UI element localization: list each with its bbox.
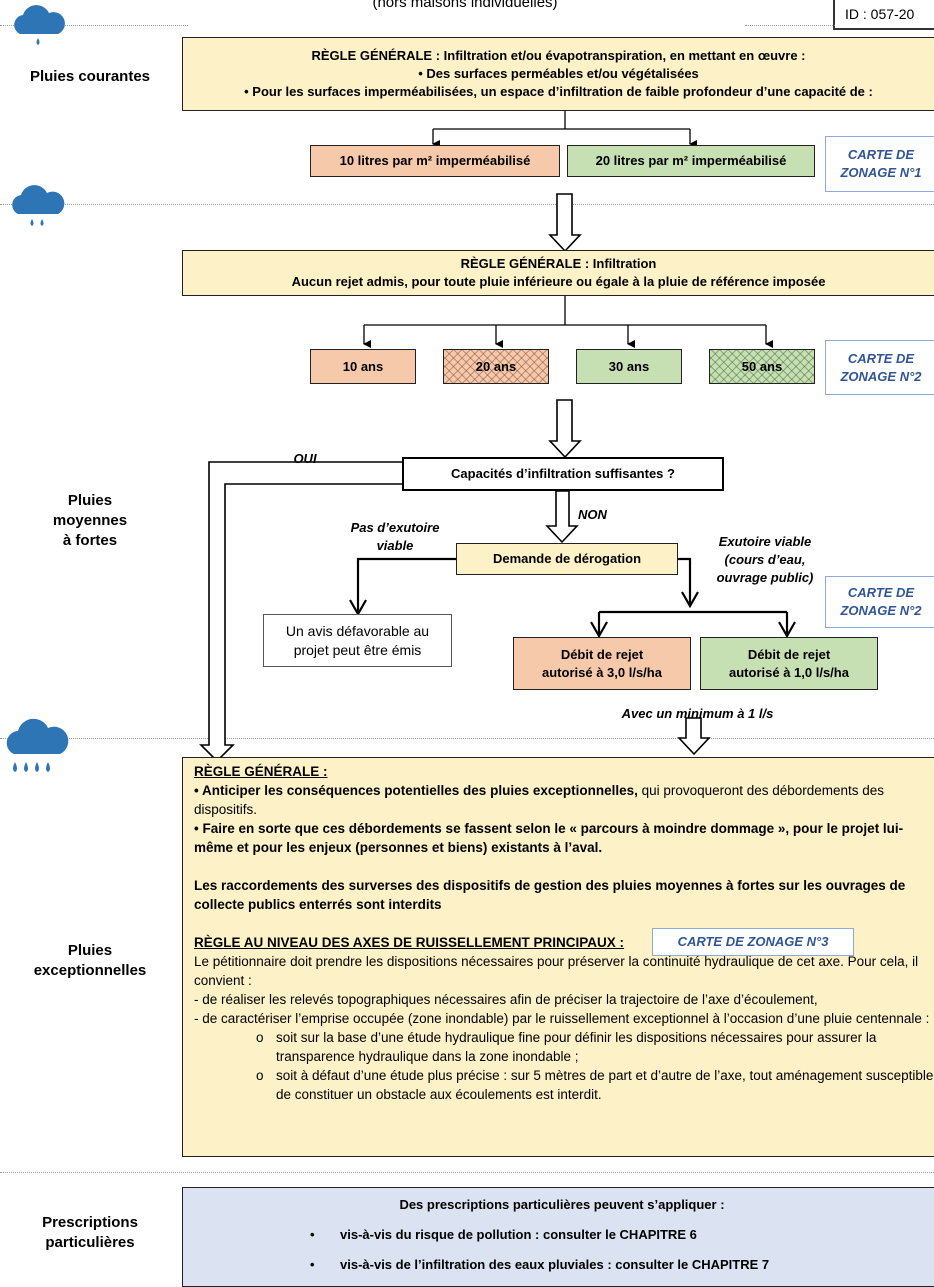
axes-heading: RÈGLE AU NIVEAU DES AXES DE RUISSELLEMEN…	[194, 935, 625, 950]
carte-2-line2: ZONAGE N°2	[840, 368, 922, 384]
rule-1-line2: • Des surfaces perméables et/ou végétali…	[418, 66, 699, 81]
section3-p1-bold: • Anticiper les conséquences potentielle…	[194, 783, 638, 798]
no-outlet-line1: Pas d’exutoire	[350, 520, 440, 535]
derogation-box: Demande de dérogation	[456, 543, 678, 575]
prescriptions-box	[182, 1187, 934, 1287]
category-exceptionnelles-line2: exceptionnelles	[33, 962, 147, 979]
prescription-item-1: • vis-à-vis du risque de pollution : cons…	[310, 1226, 910, 1244]
carte-1-line1: CARTE DE	[847, 147, 915, 162]
no-outlet-line2: viable	[376, 538, 414, 553]
bullet-circle-icon: o	[256, 1068, 264, 1083]
section3-p2: • Faire en sorte que ces débordements se…	[194, 821, 904, 855]
section3-p4: Le pétitionnaire doit prendre les dispos…	[194, 954, 919, 988]
rate-1-line2: autorisé à 1,0 l/s/ha	[729, 664, 849, 680]
unfavorable-line2: projet peut être émis	[293, 641, 422, 658]
rate-3-box: Débit de rejet autorisé à 3,0 l/s/ha	[513, 637, 691, 690]
bullet-dot-icon: •	[310, 1227, 315, 1242]
separator-1	[0, 25, 188, 26]
section3-text: RÈGLE GÉNÉRALE : • Anticiper les conséqu…	[194, 762, 934, 1104]
category-moyennes-line1: Pluies	[67, 492, 113, 509]
category-prescriptions-line2: particulières	[45, 1234, 135, 1251]
carte-1-line2: ZONAGE N°1	[840, 165, 922, 180]
viable-outlet-line3: ouvrage public)	[716, 570, 814, 585]
carte-zonage-1-link[interactable]: CARTE DE ZONAGE N°1	[825, 136, 934, 192]
viable-outlet-line2: (cours d’eau,	[724, 552, 806, 567]
unfavorable-line1: Un avis défavorable au	[285, 622, 430, 639]
rule-2-line1: RÈGLE GÉNÉRALE : Infiltration	[460, 256, 657, 271]
period-10-ans: 10 ans	[310, 349, 416, 384]
carte-zonage-2-link[interactable]: CARTE DE ZONAGE N°2	[825, 340, 934, 395]
rule-box-1: RÈGLE GÉNÉRALE : Infiltration et/ou évap…	[182, 37, 934, 111]
separator-4	[0, 1172, 934, 1173]
cloud-rain-medium-icon	[8, 180, 68, 235]
category-prescriptions: Prescriptions particulières	[15, 1213, 165, 1253]
section3-p1: • Anticiper les conséquences potentielle…	[194, 781, 934, 819]
separator-1-right	[745, 25, 835, 26]
rate-1-line1: Débit de rejet	[747, 646, 831, 662]
carte-zonage-3-link[interactable]: CARTE DE ZONAGE N°3	[652, 928, 854, 956]
carte-zonage-2b-link[interactable]: CARTE DE ZONAGE N°2	[825, 576, 934, 628]
rate-1-box: Débit de rejet autorisé à 1,0 l/s/ha	[700, 637, 878, 690]
non-label: NON	[578, 507, 607, 522]
carte-2b-line2: ZONAGE N°2	[840, 603, 922, 618]
category-prescriptions-line1: Prescriptions	[42, 1214, 138, 1231]
bullet-dot-icon: •	[310, 1257, 315, 1272]
section3-dash2: - de caractériser l’emprise occupée (zon…	[194, 1011, 930, 1026]
id-tag: ID : 057-20	[833, 0, 934, 30]
section3-heading: RÈGLE GÉNÉRALE :	[194, 764, 328, 779]
sublist-item-1-text: soit sur la base d’une étude hydraulique…	[276, 1030, 877, 1064]
carte-2-line1: CARTE DE	[847, 350, 915, 366]
oui-label: OUI	[293, 451, 317, 466]
carte-2b-line1: CARTE DE	[847, 585, 915, 600]
period-30-ans: 30 ans	[576, 349, 682, 384]
category-moyennes: Pluies moyennes à fortes	[20, 491, 160, 551]
cloud-rain-light-icon	[8, 0, 68, 55]
no-outlet-label: Pas d’exutoire viable	[320, 519, 470, 555]
page-subtitle: (hors maisons individuelles)	[372, 0, 558, 11]
period-50-ans: 50 ans	[709, 349, 815, 384]
prescriptions-intro: Des prescriptions particulières peuvent …	[399, 1197, 725, 1212]
sublist: o soit sur la base d’une étude hydrauliq…	[194, 1028, 934, 1104]
option-10-litres: 10 litres par m² imperméabilisé	[310, 145, 560, 177]
category-exceptionnelles: Pluies exceptionnelles	[15, 941, 165, 981]
rule-1-line1: RÈGLE GÉNÉRALE : Infiltration et/ou évap…	[311, 48, 806, 63]
minimum-label: Avec un minimum à 1 l/s	[621, 706, 774, 721]
category-moyennes-line3: à fortes	[62, 532, 118, 549]
rule-1-line3: • Pour les surfaces imperméabilisées, un…	[244, 84, 873, 99]
viable-outlet-label: Exutoire viable (cours d’eau, ouvrage pu…	[690, 533, 840, 587]
sublist-item-2: o soit à défaut d’une étude plus précise…	[256, 1066, 934, 1104]
question-box: Capacités d’infiltration suffisantes ?	[402, 457, 724, 491]
category-courantes: Pluies courantes	[29, 68, 151, 85]
period-20-ans: 20 ans	[443, 349, 549, 384]
separator-2	[0, 204, 934, 205]
option-20-litres: 20 litres par m² imperméabilisé	[567, 145, 815, 177]
separator-3	[0, 738, 934, 739]
section3-p3: Les raccordements des surverses des disp…	[194, 878, 906, 912]
sublist-item-2-text: soit à défaut d’une étude plus précise :…	[276, 1068, 934, 1102]
rule-box-2: RÈGLE GÉNÉRALE : Infiltration Aucun reje…	[182, 250, 934, 296]
section3-p1-rest: qui provoqueront des débordements des di…	[194, 783, 885, 817]
cloud-rain-heavy-icon	[6, 714, 70, 778]
prescription-item-2: • vis-à-vis de l’infiltration des eaux pl…	[310, 1256, 910, 1274]
unfavorable-box: Un avis défavorable au projet peut être …	[263, 614, 452, 667]
section3-dash1: - de réaliser les relevés topographiques…	[194, 992, 818, 1007]
category-exceptionnelles-line1: Pluies	[67, 942, 113, 959]
rate-3-line1: Débit de rejet	[560, 646, 644, 662]
bullet-circle-icon: o	[256, 1030, 264, 1045]
rate-3-line2: autorisé à 3,0 l/s/ha	[542, 664, 662, 680]
viable-outlet-line1: Exutoire viable	[718, 534, 812, 549]
prescription-item-1-text: vis-à-vis du risque de pollution : consu…	[340, 1227, 697, 1242]
prescription-item-2-text: vis-à-vis de l’infiltration des eaux plu…	[340, 1257, 770, 1272]
category-moyennes-line2: moyennes	[52, 512, 128, 529]
rule-box-3	[182, 757, 934, 1157]
sublist-item-1: o soit sur la base d’une étude hydrauliq…	[256, 1028, 934, 1066]
rule-2-line2: Aucun rejet admis, pour toute pluie infé…	[291, 274, 826, 289]
